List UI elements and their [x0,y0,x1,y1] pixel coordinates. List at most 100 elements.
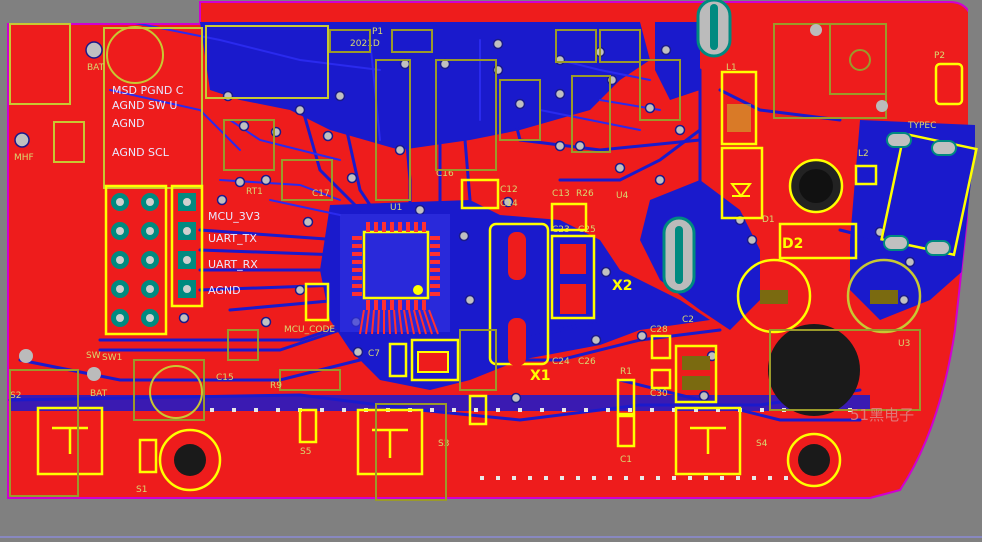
capacitor-cluster-top[interactable]: C12 C13 C14 C16 C17 2021D [312,39,588,232]
via [592,476,596,480]
label-c14: C14 [500,199,518,209]
mcu-pin [422,300,426,310]
via [672,476,676,480]
label-x2: X2 [612,278,633,294]
mcu-pin [382,300,386,310]
label-c28: C28 [650,325,668,335]
power-section[interactable]: L1 D1 D2 U3 [720,23,922,488]
via [502,196,514,208]
label-mhf: MHF [14,153,34,163]
label-r1: R1 [620,367,632,377]
mcu-pin [352,252,362,256]
label-l1: L1 [726,63,737,73]
mcu-pin [430,276,440,280]
header-pin-hole [183,227,191,235]
header-label-mcu-3v3: MCU_3V3 [208,210,260,223]
header-pin-hole [146,256,154,264]
mcu-pin [352,284,362,288]
header-label-uart-rx: UART_RX [208,258,258,271]
label-r26: R26 [576,189,594,199]
mcu-pin [352,292,362,296]
electrolytic-cap-1[interactable] [736,258,812,334]
mcu-pin [430,284,440,288]
label-x1: X1 [530,368,551,384]
via [584,408,588,412]
via [276,408,280,412]
header-connector[interactable] [104,184,204,336]
via [640,476,644,480]
header-pin-hole [116,198,124,206]
via [746,234,758,246]
via [334,90,346,102]
via [904,256,916,268]
via [414,204,426,216]
header-pin-hole [183,285,191,293]
mcu-pin [414,300,418,310]
header-pin-hole [146,227,154,235]
header-labels: MCU_3V3 UART_TX UART_RX AGND [208,210,260,297]
label-s3: S3 [438,439,449,449]
via [492,64,504,76]
label-d1: D1 [762,215,775,225]
board-slots [662,0,732,294]
mcu-fanout [359,309,365,335]
mcu-fanout [403,309,409,335]
via [528,476,532,480]
mcu-fanout [428,309,439,335]
header-pin-hole [116,285,124,293]
tact-switch-s2[interactable]: S2 [10,391,104,476]
usb-typec-connector[interactable]: TYPEC P2 L2 [854,51,978,257]
via [464,294,476,306]
mcu-pin [430,236,440,240]
mcu-pin [390,300,394,310]
mcu-fanout [408,309,415,335]
mount-hole-lower [768,324,860,416]
via [674,124,686,136]
via [576,476,580,480]
via [178,312,190,324]
mcu-pin [430,260,440,264]
mcu-pin [430,244,440,248]
header-pin-hole [146,314,154,322]
label-s4: S4 [756,439,768,449]
tact-switch-s3[interactable]: S3 [356,408,449,476]
label-c30: C30 [650,389,668,399]
label-mcu-code: MCU_CODE [284,325,335,335]
label-bat-2: BAT [90,389,108,399]
via [600,266,612,278]
label-c16: C16 [436,169,454,179]
via [606,408,610,412]
via [540,408,544,412]
via [346,172,358,184]
via [688,476,692,480]
mcu-pin [352,236,362,240]
header-pin-hole [183,256,191,264]
via [320,408,324,412]
via [496,408,500,412]
crystal-x1[interactable]: X1 [488,222,551,384]
label-c1: C1 [620,455,632,465]
via [496,476,500,480]
silk-mid-bottom[interactable]: C7 C1 R1 C28 C30 C2 R26 RT1 SW [86,187,718,501]
label-sw: SW [86,351,101,361]
via [260,174,272,186]
mcu-fanout [393,309,397,335]
silk-text-line-2: AGND SW U [112,99,177,112]
mcu-pin [374,300,378,310]
header-label-agnd: AGND [208,284,241,297]
mcu-fanout [365,309,370,335]
mcu-pin [430,292,440,296]
via [210,408,214,412]
mcu-fanout [413,309,421,335]
bottom-pour-top [200,22,650,150]
electrolytic-cap-2[interactable] [846,258,922,334]
tact-switch-s4[interactable]: S4 [674,406,768,476]
silk-text-line-3: AGND [112,117,145,130]
via [614,162,626,174]
via [784,476,788,480]
via [452,408,456,412]
via [562,408,566,412]
mcu-chip-u1[interactable]: U1 [340,203,450,335]
